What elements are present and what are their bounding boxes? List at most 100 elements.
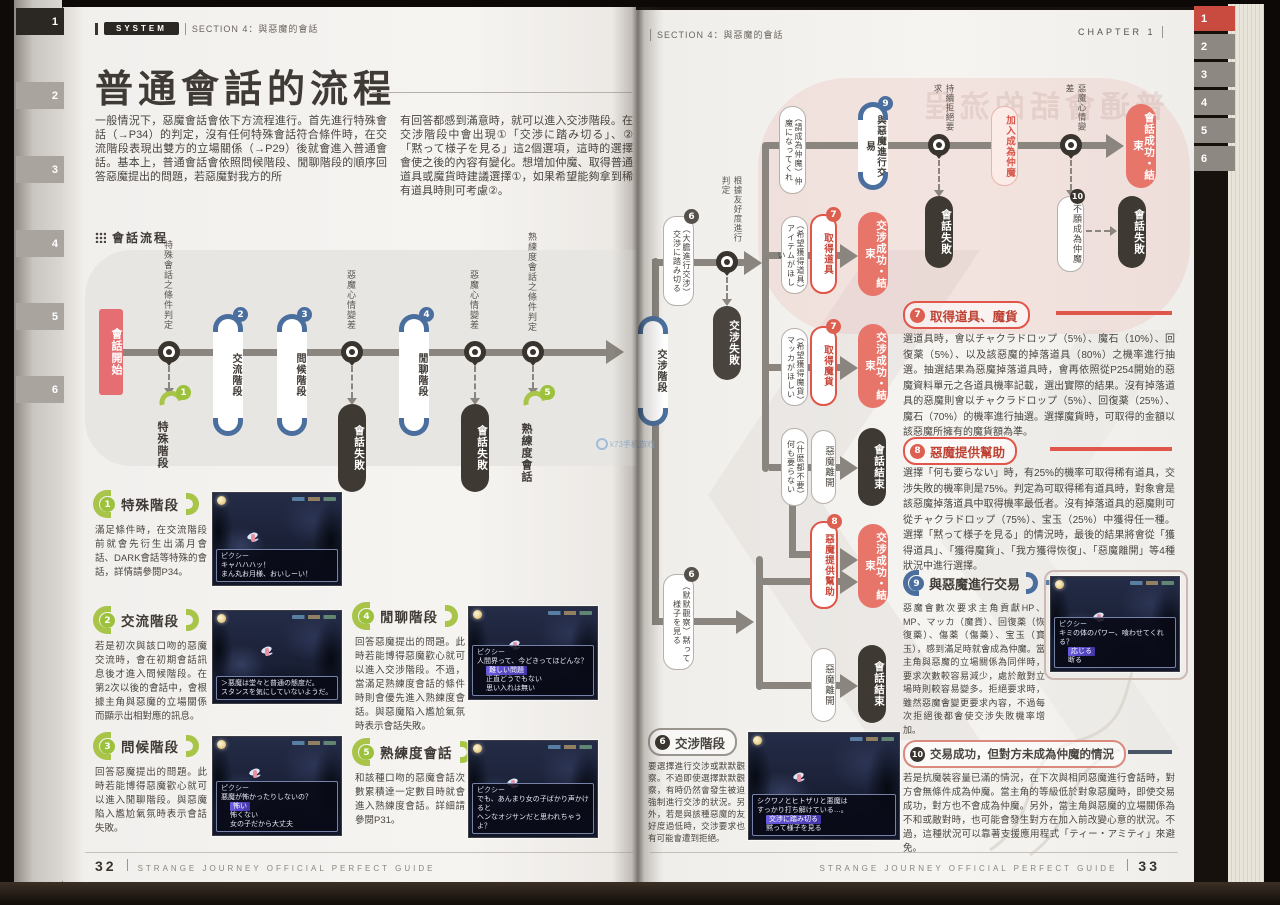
dialog-line: シクワノとヒトザリと悪魔は <box>757 798 848 805</box>
moon-icon <box>217 740 226 749</box>
flow-distributor <box>762 142 769 472</box>
flow-node <box>522 341 544 363</box>
section-num: 10 <box>910 746 925 762</box>
header-bar <box>1050 447 1172 451</box>
game-screenshot-greeting: ピクシー 悪魔が怖かったりしないの？ 怖い 怖くない 女の子だから大丈夫 <box>212 736 342 836</box>
page-number: 32 <box>95 858 117 874</box>
edge-tab-1: 1 <box>1194 6 1235 31</box>
edge-tab-6: 6 <box>1194 146 1235 171</box>
section-num: 7 <box>910 307 925 323</box>
hud-gauges <box>292 497 336 501</box>
dialog-box: ピクシー でも、あんまり女の子ばかり声かけると ヘンなオジサンだと思われちゃうよ… <box>472 783 594 834</box>
flow-mood-label: 惡魔心情變差 <box>346 270 356 330</box>
dashed-arrow-down <box>470 398 480 405</box>
dialog-option: 交渉に踏み切る <box>757 815 891 824</box>
section-body: 若是初次與該口吻的惡魔交流時，會在初期會話訊息後才進入問候階段。在第2次以後的會… <box>95 641 207 722</box>
section-label: SECTION 4：與惡魔的會話 <box>191 24 319 34</box>
flow-talk-end-pill: 會話結束 <box>858 428 886 506</box>
intro-paragraph-col1: 一般情況下，惡魔會話會依下方流程進行。首先進行特殊會話（→P34）的判定，沒有任… <box>95 115 387 183</box>
badge-5: 5 <box>540 385 555 400</box>
edge-tab-5: 5 <box>1194 118 1235 143</box>
flow-node <box>158 341 180 363</box>
dialog-box: ピクシー 悪魔が怖かったりしないの？ 怖い 怖くない 女の子だから大丈夫 <box>216 781 338 832</box>
dialog-line: ＞悪魔は堂々と普通の態度だ。 <box>221 680 319 687</box>
section-num: 4 <box>359 609 374 624</box>
dialog-box: ピクシー キミの体のパワー、喰わせてくれる？ 応じる 断る <box>1054 617 1176 668</box>
edge-tab-4: 4 <box>16 230 64 257</box>
flow-special-stage: 特殊階段 <box>156 421 168 469</box>
flow-cond-skill-label: 熟練度會話之條件判定 <box>527 232 537 332</box>
flow-arrow-right <box>744 251 762 275</box>
flow-join-pill: 加入成為仲魔 <box>991 106 1018 186</box>
dialog-option: 女の子だから大丈夫 <box>230 821 293 828</box>
dialog-speaker: ピクシー <box>477 649 505 656</box>
right-page-header: SECTION 4：與惡魔的會話 <box>650 28 784 41</box>
dialog-option: 怖くない <box>230 812 258 819</box>
flow-row-line <box>760 578 842 585</box>
title-rule <box>372 92 632 93</box>
flow-talk-end-pill: 會話結束 <box>858 645 886 723</box>
badge-8: 8 <box>827 514 842 529</box>
header-bar-icon <box>95 22 98 35</box>
section-num: 5 <box>359 745 374 760</box>
flow-arrow-right <box>1106 134 1124 158</box>
moon-icon <box>753 736 762 745</box>
footer-rule <box>650 852 1178 853</box>
flow-main-line <box>118 349 608 356</box>
flow-skill-stage: 熟練度會話 <box>520 423 532 483</box>
chapter-label: CHAPTER 1 <box>1078 27 1156 37</box>
header-divider <box>184 22 186 35</box>
badge-1: 1 <box>176 385 191 400</box>
section-num: 1 <box>100 497 115 512</box>
section-body: 要選擇進行交涉或默默觀察。不過即使選擇默默觀察，有時仍然會發生被迫強制進行交涉的… <box>648 761 745 843</box>
dialog-speaker: ピクシー <box>221 553 249 560</box>
edge-tab-1: 1 <box>16 8 64 35</box>
dialog-speaker: ピクシー <box>1059 621 1087 628</box>
section-body: 若是抗魔裝容量已滿的情況，在下次與相同惡魔進行會話時，對方會無條件成為仲魔。當主… <box>903 773 1175 854</box>
dialog-option: 正直どうでもない <box>486 676 542 683</box>
hud-gauges <box>292 741 336 745</box>
flow-arrow-right <box>606 340 624 364</box>
flow-arrow-right <box>840 456 858 480</box>
header-bar <box>1128 750 1172 754</box>
dialog-box: シクワノとヒトザリと悪魔は すっかり打ち解けている…。 交渉に踏み切る 黙って様… <box>752 794 896 836</box>
section-body: 和該種口吻的惡魔會話次數累積達一定數目時就會進入熟練度會話。詳細請參閱P31。 <box>355 773 465 826</box>
flow-node <box>341 341 363 363</box>
flow-arrow-right <box>840 244 858 268</box>
flow-arrow-right <box>840 570 858 594</box>
bottom-book-edge <box>0 882 1280 905</box>
left-page-header: SYSTEM SECTION 4：與惡魔的會話 <box>95 22 318 35</box>
section-header-no-ally: 10 交易成功，但對方未成為仲魔的情況 <box>903 740 1126 768</box>
dialog-line: まん丸お月様、おいしーい！ <box>221 571 312 578</box>
dashed-connector <box>726 277 728 299</box>
game-screenshot-special: ピクシー キャハハハッ！ まん丸お月様、おいしーい！ <box>212 492 342 586</box>
edge-tab-3: 3 <box>16 156 64 183</box>
moon-icon <box>217 496 226 505</box>
flow-arrow-right <box>840 674 858 698</box>
game-screenshot-contact: ＞悪魔は堂々と普通の態度だ。 スタンスを気にしていないようだ。 <box>212 610 342 704</box>
dialog-option: 怖い <box>221 802 333 811</box>
pixie-sprite <box>793 771 805 783</box>
header-divider <box>650 28 651 41</box>
flow-leave-pill: 惡魔離開 <box>811 648 836 722</box>
dashed-connector <box>1070 160 1072 190</box>
dashed-arrow-down <box>347 398 357 405</box>
dialog-option: 難しい問題 <box>477 666 589 675</box>
dashed-arrow-right <box>1110 226 1117 236</box>
section-body: 選擇「何も要らない」時，有25%的機率可取得稀有道具，交涉失敗的機率則是75%。… <box>903 468 1175 572</box>
flow-fail-pill: 會話失敗 <box>925 196 953 268</box>
page-number: 33 <box>1138 858 1160 874</box>
section-label: SECTION 4：與惡魔的會話 <box>657 30 784 40</box>
flow-nego-fail-pill: 交涉失敗 <box>713 306 741 380</box>
flow-stage2-pill: 交流階段 <box>213 314 243 436</box>
badge-3: 3 <box>297 307 312 322</box>
intro-paragraph-col2: 有回答都感到滿意時，就可以進入交涉階段。在交涉階段中會出現①「交渉に踏み切る」、… <box>400 115 633 197</box>
hud-gauges <box>292 615 336 619</box>
guide-title: STRANGE JOURNEY OFFICIAL PERFECT GUIDE <box>819 864 1118 873</box>
section-header-greeting: 3 問候階段 <box>93 732 199 760</box>
dots-grid-icon <box>95 232 106 243</box>
flow-node <box>928 134 950 156</box>
flow-refuse-label: 持續拒絕要求 <box>933 84 955 132</box>
dashed-connector <box>168 366 170 388</box>
footer-rule <box>85 852 633 853</box>
